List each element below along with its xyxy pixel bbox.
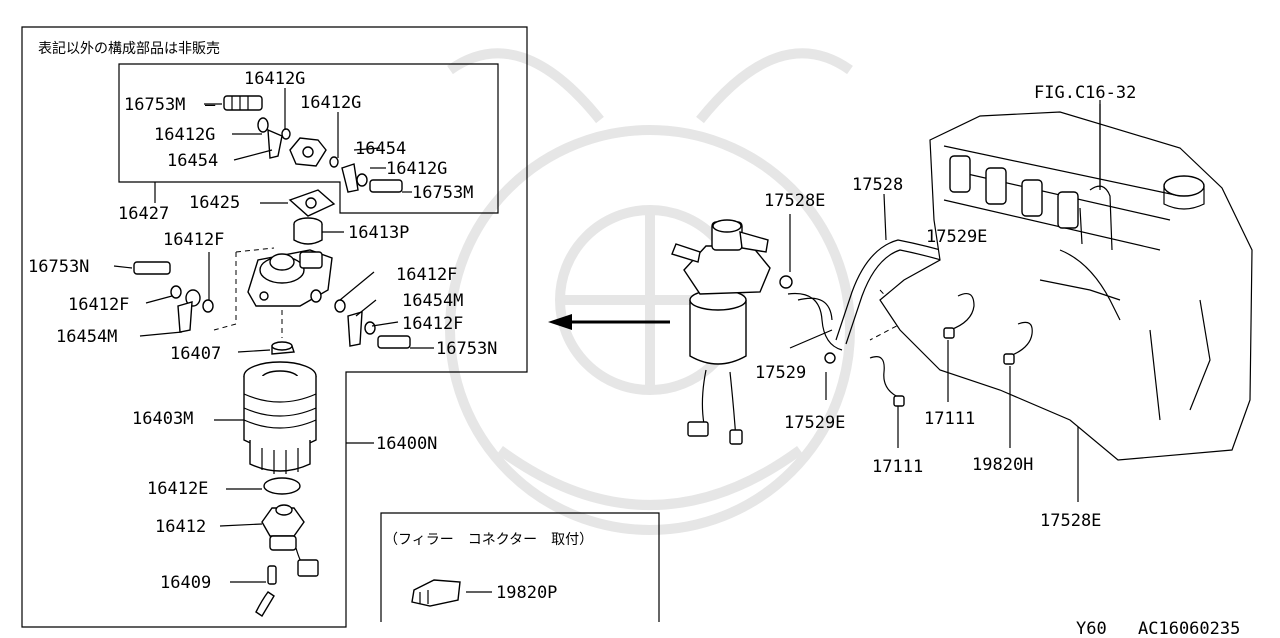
label-16412: 16412 (155, 517, 206, 537)
bolt-and-washer-set-left (133, 261, 214, 333)
not-sold-note: 表記以外の構成部品は非販売 (38, 40, 220, 57)
label-16425: 16425 (189, 193, 240, 213)
water-sensor-part (261, 504, 319, 577)
label-16409: 16409 (160, 573, 211, 593)
label-16753M: 16753M (412, 183, 473, 203)
label-16753N: 16753N (436, 339, 497, 359)
label-16753M: 16753M (124, 95, 185, 115)
label-16427: 16427 (118, 204, 169, 224)
label-16413P: 16413P (348, 223, 409, 243)
footer-model: Y60 (1076, 619, 1107, 638)
label-19820H: 19820H (972, 455, 1033, 475)
label-16412G: 16412G (386, 159, 447, 179)
filter-parts-frame (21, 26, 528, 628)
watermark-emblem-icon (445, 48, 855, 535)
label-dash: — (205, 95, 216, 115)
label-16403M: 16403M (132, 409, 193, 429)
label-16412F: 16412F (402, 314, 463, 334)
connector-inset-frame (380, 512, 660, 622)
gasket-part (288, 189, 336, 217)
label-17529: 17529 (755, 363, 806, 383)
fuel-filter-element-part (243, 361, 317, 474)
label-16412E: 16412E (147, 479, 208, 499)
label-16454: 16454 (355, 139, 406, 159)
label-16407: 16407 (170, 344, 221, 364)
label-19820P: 19820P (496, 583, 557, 603)
label-17528E: 17528E (1040, 511, 1101, 531)
o-ring-part (263, 477, 301, 495)
connector-icon (411, 579, 461, 607)
footer-diagram-id: AC16060235 (1138, 619, 1240, 638)
label-16412F: 16412F (163, 230, 224, 250)
label-17111: 17111 (872, 457, 923, 477)
arrow-left-icon (548, 314, 670, 330)
label-17111: 17111 (924, 409, 975, 429)
label-16454M: 16454M (56, 327, 117, 347)
label-16412G: 16412G (154, 125, 215, 145)
label-16412G: 16412G (244, 69, 305, 89)
filter-head-part (247, 249, 333, 307)
engine-block-icon (879, 100, 1253, 461)
label-16400N: 16400N (376, 434, 437, 454)
label-16454M: 16454M (402, 291, 463, 311)
cover-part (293, 217, 323, 245)
label-17528: 17528 (852, 175, 903, 195)
injection-pump-cover-parts (223, 95, 403, 193)
bolt-and-washer-set-right (310, 289, 411, 349)
connector-caption: （フィラー コネクター 取付） (384, 532, 593, 548)
label-16412G: 16412G (300, 93, 361, 113)
harness-clips (869, 293, 1033, 407)
label-16412F: 16412F (396, 265, 457, 285)
label-16454: 16454 (167, 151, 218, 171)
label-17528E: 17528E (764, 191, 825, 211)
figure-reference: FIG.C16-32 (1034, 83, 1136, 103)
drain-hose-part (255, 565, 277, 617)
label-17529E: 17529E (784, 413, 845, 433)
fuel-filter-assembly-icon (671, 219, 771, 445)
label-16412F: 16412F (68, 295, 129, 315)
label-17529E: 17529E (926, 227, 987, 247)
nut-part (271, 341, 295, 355)
label-16753N: 16753N (28, 257, 89, 277)
